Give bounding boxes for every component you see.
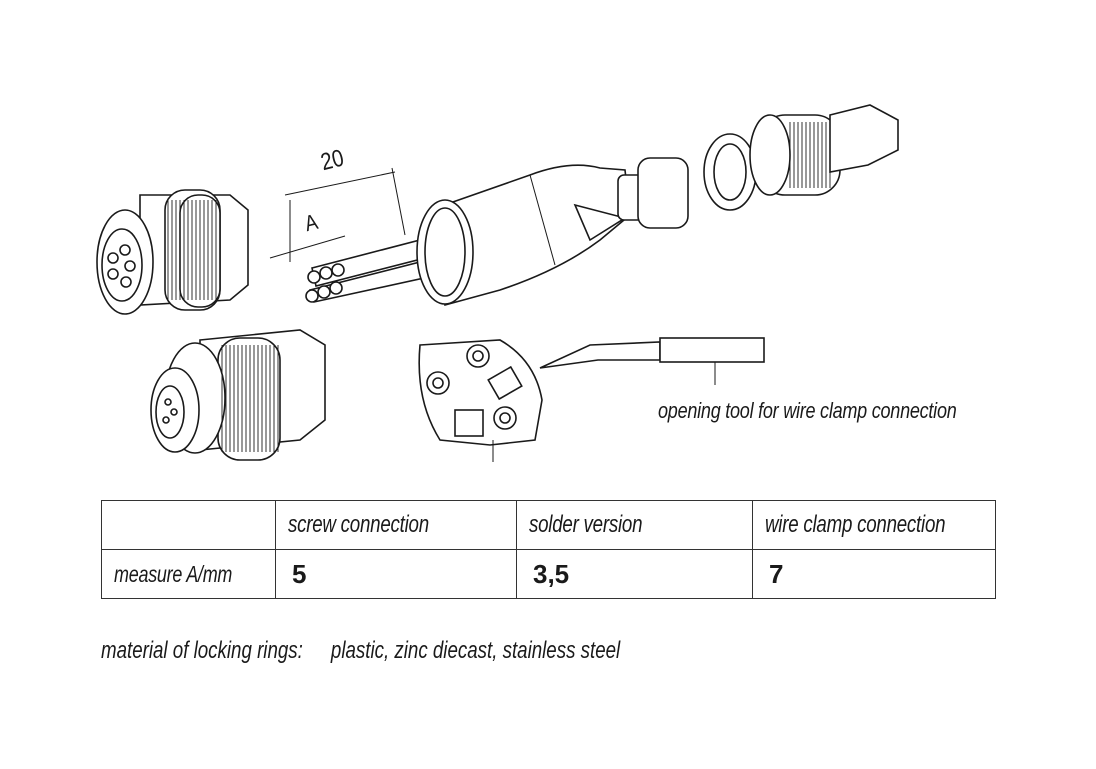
material-note: material of locking rings: plastic, zinc … bbox=[101, 637, 620, 665]
table-header-row: screw connection solder version wire cla… bbox=[101, 500, 996, 550]
wire-clamp-detail-illustration bbox=[418, 339, 543, 462]
female-connector-illustration bbox=[96, 189, 249, 315]
wires-illustration bbox=[269, 167, 426, 303]
housing-illustration bbox=[416, 104, 899, 307]
opening-tool-illustration bbox=[539, 337, 765, 385]
table-header-cell bbox=[101, 500, 276, 550]
measure-table: screw connection solder version wire cla… bbox=[101, 500, 996, 599]
table-cell: 5 bbox=[275, 549, 517, 599]
table-header-cell: solder version bbox=[516, 500, 753, 550]
table-cell: 7 bbox=[752, 549, 996, 599]
table-row-label: measure A/mm bbox=[101, 549, 276, 599]
opening-tool-callout: opening tool for wire clamp connection bbox=[658, 398, 957, 423]
material-value: plastic, zinc diecast, stainless steel bbox=[330, 637, 621, 664]
table-header-cell: screw connection bbox=[275, 500, 517, 550]
table-header-cell: wire clamp connection bbox=[752, 500, 996, 550]
material-label: material of locking rings: bbox=[101, 637, 303, 664]
connector-assembly-drawing bbox=[96, 104, 899, 462]
male-connector-illustration bbox=[150, 329, 326, 461]
table-cell: 3,5 bbox=[516, 549, 753, 599]
table-row: measure A/mm 5 3,5 7 bbox=[101, 549, 996, 599]
